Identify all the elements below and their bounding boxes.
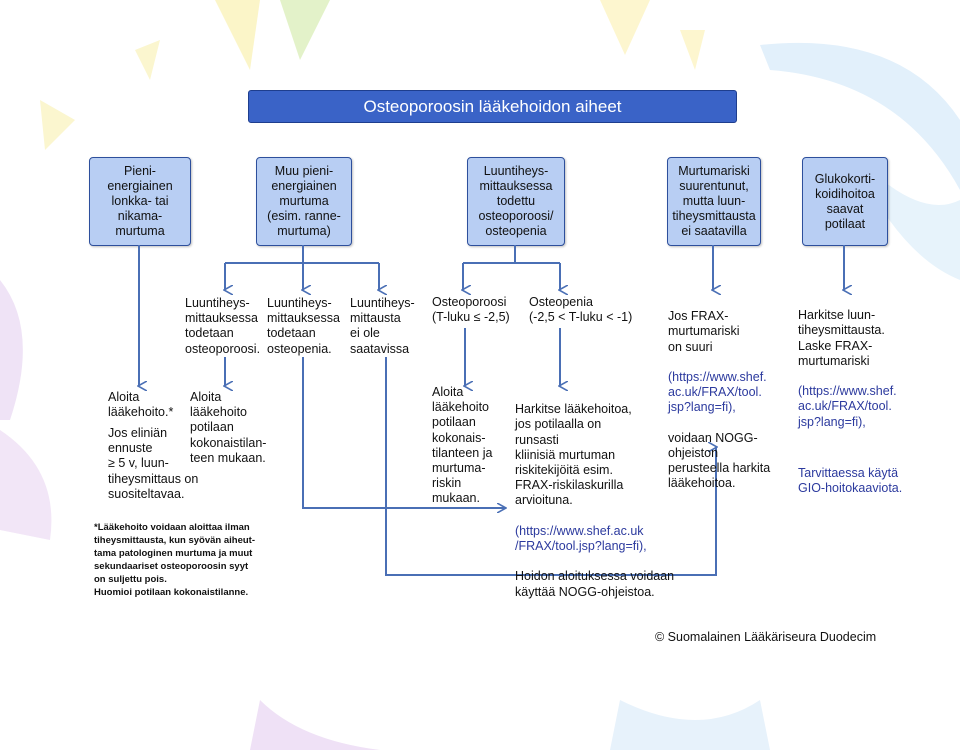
box-fracture-risk-increased: Murtumariski suurentunut, mutta luun- ti… <box>667 157 761 246</box>
purple-swirl <box>250 700 380 750</box>
box-glucocorticoid-patients: Glukokorti- koidihoitoa saavat potilaat <box>802 157 888 246</box>
yellow-streak <box>135 40 160 80</box>
arrow-c3-to-f1 <box>385 357 716 576</box>
yellow-streak <box>215 0 260 70</box>
green-streak <box>280 0 330 60</box>
text-nogg-guidance: Hoidon aloituksessa voidaan käyttää NOGG… <box>515 569 675 599</box>
footnote: *Lääkehoito voidaan aloittaa ilman tihey… <box>94 522 256 598</box>
box-other-fracture: Muu pieni- energiainen murtuma (esim. ra… <box>256 157 352 246</box>
box-bmd-measured: Luuntiheys- mittauksessa todettu osteopo… <box>467 157 565 246</box>
text-bmd-osteopenia: Luuntiheys- mittauksessa todetaan osteop… <box>267 296 340 356</box>
yellow-streak <box>40 100 75 150</box>
text-bmd-osteoporosis: Luuntiheys- mittauksessa todetaan osteop… <box>185 296 261 356</box>
text-consider-treatment: Harkitse lääkehoitoa, jos potilaalla on … <box>515 387 674 600</box>
yellow-streak <box>600 0 650 55</box>
yellow-streak <box>680 30 705 70</box>
text-osteopenia-tscore: Osteopenia (-2,5 < T-luku < -1) <box>529 295 633 325</box>
text-life-expectancy: Jos eliniän ennuste ≥ 5 v, luun- tiheysm… <box>108 426 199 501</box>
text-consider-bmd: Harkitse luun- tiheysmittausta. Laske FR… <box>798 308 885 368</box>
text-osteoporosis-tscore: Osteoporoosi (T-luku ≤ -2,5) <box>432 295 510 325</box>
text-start-treatment-risk: Aloita lääkehoito potilaan kokonais- til… <box>432 385 493 506</box>
purple-swirl <box>0 430 52 540</box>
text-consider-treatment-main: Harkitse lääkehoitoa, jos potilaalla on … <box>515 402 632 508</box>
text-glucocorticoid-actions: Harkitse luun- tiheysmittausta. Laske FR… <box>798 293 902 497</box>
blue-swirl <box>610 700 770 750</box>
frax-link[interactable]: (https://www.shef.ac.uk /FRAX/tool.jsp?l… <box>515 523 647 554</box>
text-start-treatment: Aloita lääkehoito.* <box>108 390 174 420</box>
text-frax-high-risk: Jos FRAX- murtumariski on suuri (https:/… <box>668 294 770 492</box>
purple-swirl <box>0 280 23 420</box>
text-frax-high-risk-main: Jos FRAX- murtumariski on suuri <box>668 309 740 354</box>
text-bmd-unavailable: Luuntiheys- mittausta ei ole saatavissa <box>350 296 415 356</box>
frax-link[interactable]: (https://www.shef. ac.uk/FRAX/tool. jsp?… <box>668 370 767 415</box>
diagram-title: Osteoporoosin lääkehoidon aiheet <box>248 90 737 123</box>
text-nogg-consider: voidaan NOGG- ohjeiston perusteella hark… <box>668 430 771 491</box>
text-gio-chart: Tarvittaessa käytä GIO-hoitokaaviota. <box>798 466 903 496</box>
arrow-c2-to-e4 <box>302 357 505 508</box>
frax-link[interactable]: (https://www.shef. ac.uk/FRAX/tool. jsp?… <box>798 384 897 429</box>
text-start-treatment-overall: Aloita lääkehoito potilaan kokonaistilan… <box>190 390 267 465</box>
box-hip-vertebral-fracture: Pieni- energiainen lonkka- tai nikama- m… <box>89 157 191 246</box>
blue-swirl <box>760 42 960 190</box>
copyright-text: © Suomalainen Lääkäriseura Duodecim <box>655 630 877 644</box>
